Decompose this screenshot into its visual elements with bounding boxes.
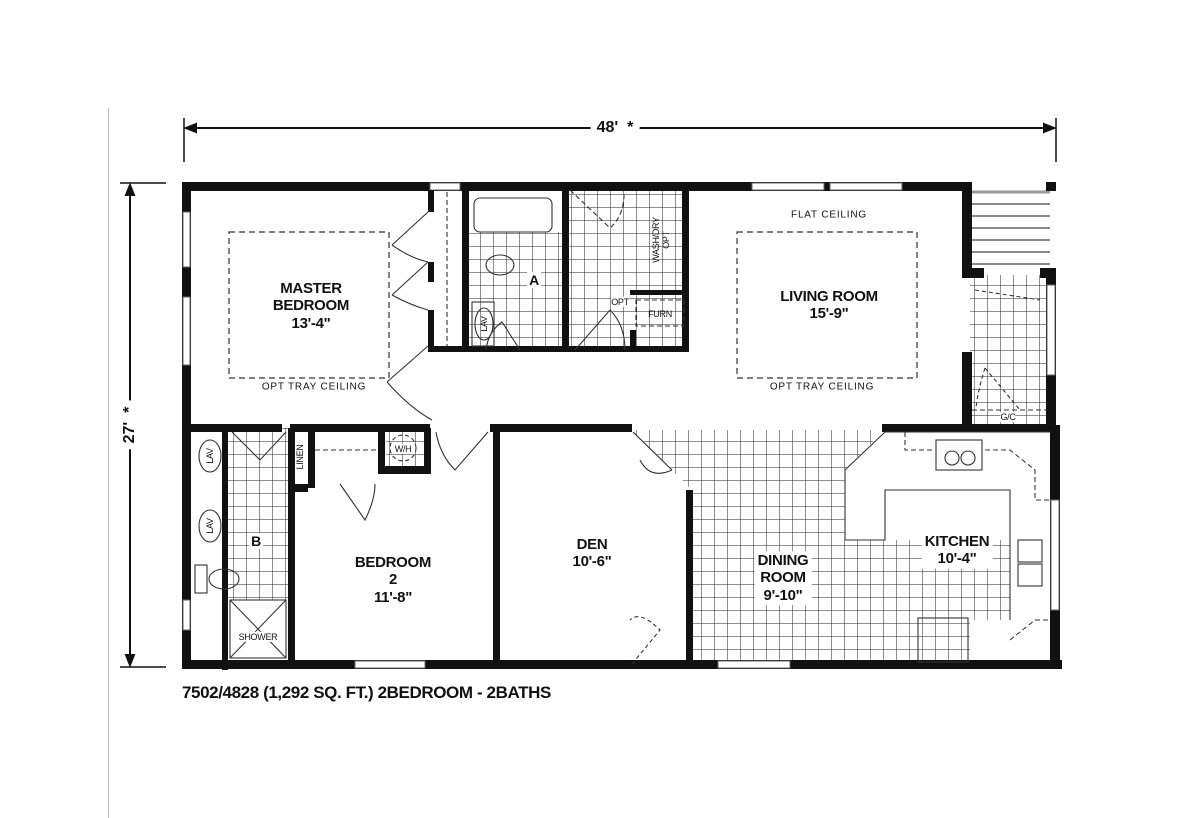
water-heater-label: W/H bbox=[394, 443, 412, 455]
room-name: 2 bbox=[388, 571, 398, 589]
room-name: DEN bbox=[576, 535, 608, 553]
asterisk-icon: * bbox=[121, 406, 138, 413]
room-name: MASTER bbox=[280, 280, 342, 298]
overall-depth-label: 27' * bbox=[121, 400, 139, 450]
porch-deck bbox=[970, 186, 1050, 274]
windows bbox=[182, 182, 1060, 669]
kitchen-label: KITCHEN 10'-4" bbox=[921, 531, 993, 569]
dining-room-label: DINING ROOM 9'-10" bbox=[754, 551, 812, 605]
tray-ceiling-outlines bbox=[228, 231, 918, 379]
room-size: 10'-4" bbox=[937, 550, 977, 567]
lavatory-icon: LAV bbox=[204, 518, 215, 534]
washer-dryer-opt: OPT bbox=[661, 231, 671, 249]
room-name: KITCHEN bbox=[924, 532, 990, 550]
interior-walls bbox=[182, 190, 1052, 670]
room-name: BEDROOM bbox=[354, 554, 432, 572]
bedroom-2-label: BEDROOM 2 11'-8" bbox=[354, 554, 432, 606]
room-name: ROOM bbox=[760, 569, 806, 587]
lavatory-icon: LAV bbox=[478, 316, 489, 332]
furnace-label: FURN bbox=[648, 308, 672, 319]
living-flat-ceiling-note: FLAT CEILING bbox=[791, 209, 867, 221]
living-room-label: LIVING ROOM 15'-9" bbox=[780, 288, 878, 323]
bath-a-tag: A bbox=[527, 271, 541, 289]
living-tray-ceiling-note: OPT TRAY CEILING bbox=[769, 381, 875, 393]
master-ceiling-note: OPT TRAY CEILING bbox=[261, 381, 367, 393]
master-bedroom-label: MASTER BEDROOM 13'-4" bbox=[272, 280, 350, 332]
den-label: DEN 10'-6" bbox=[573, 536, 612, 571]
tiled-floors bbox=[228, 188, 1050, 664]
depth-value: 27' bbox=[121, 421, 138, 444]
washer-dryer-label: WASH/DRY OPT bbox=[651, 217, 672, 263]
page-edge-line bbox=[108, 108, 109, 818]
room-size: 13'-4" bbox=[291, 314, 331, 332]
linen-closet-label: LINEN bbox=[294, 444, 305, 470]
asterisk-icon: * bbox=[627, 119, 634, 136]
room-size: 10'-6" bbox=[572, 553, 612, 570]
room-name: LIVING ROOM bbox=[780, 287, 878, 305]
plan-caption: 7502/4828 (1,292 SQ. FT.) 2BEDROOM - 2BA… bbox=[182, 683, 551, 702]
utility-opt-note: OPT bbox=[611, 296, 629, 308]
room-name: BEDROOM bbox=[272, 297, 350, 315]
door-swings bbox=[194, 189, 1050, 665]
coat-closet-label: G/C bbox=[1000, 411, 1016, 423]
room-size: 15'-9" bbox=[809, 305, 849, 322]
room-size: 11'-8" bbox=[373, 588, 413, 606]
room-size: 9'-10" bbox=[763, 586, 803, 604]
shower-label: SHOWER bbox=[238, 631, 278, 643]
room-name: DINING bbox=[757, 552, 809, 570]
width-value: 48' bbox=[596, 119, 619, 136]
lavatory-icon: LAV bbox=[204, 448, 215, 464]
overall-width-label: 48' * bbox=[590, 119, 640, 137]
bath-b-tag: B bbox=[249, 532, 263, 550]
